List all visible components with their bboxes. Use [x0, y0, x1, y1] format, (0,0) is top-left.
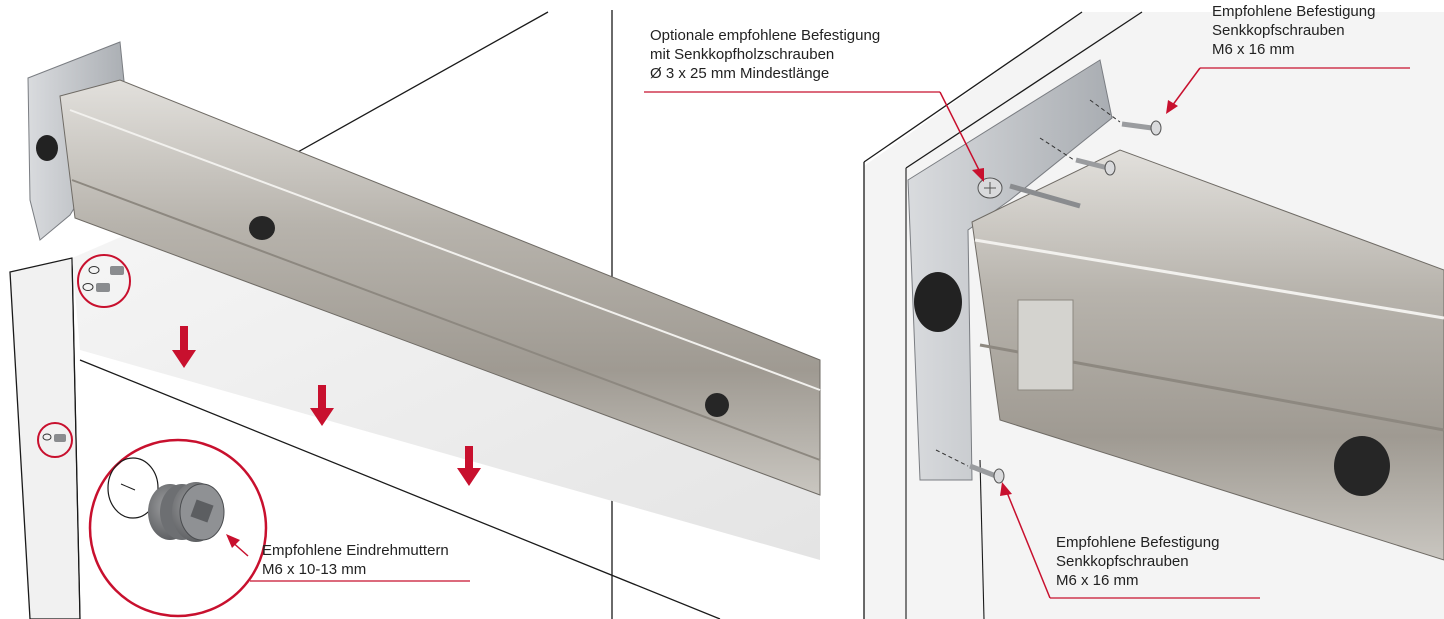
insert-nuts-label: Empfohlene Eindrehmuttern M6 x 10-13 mm [262, 541, 449, 579]
insert-nuts-line-1: Empfohlene Eindrehmuttern [262, 542, 449, 559]
down-arrow-icon [310, 385, 334, 426]
leader-line [1005, 489, 1051, 599]
optional-fixing-line-3: Ø 3 x 25 mm Mindestlänge [650, 65, 830, 82]
panel-front-edge [79, 359, 721, 619]
optional-fixing-line-2: mit Senkkopfholzschrauben [650, 46, 835, 63]
optional-fixing-label: Optionale empfohlene Befestigung mit Sen… [650, 26, 880, 83]
top-right-fixing-line-1: Empfohlene Befestigung [1212, 3, 1376, 20]
leader-arrowhead [1000, 482, 1012, 496]
bottom-right-fixing-line-3: M6 x 16 mm [1056, 572, 1139, 589]
optional-fixing-line-1: Optionale empfohlene Befestigung [650, 27, 881, 44]
insert-nuts-line-2: M6 x 10-13 mm [262, 561, 367, 578]
threaded-insert-nut-icon [148, 482, 225, 542]
drill-hole-outline [107, 457, 159, 519]
down-arrow-icon [172, 326, 196, 368]
leader-arrowhead [1166, 100, 1178, 114]
top-right-fixing-label: Empfohlene Befestigung Senkkopfschrauben… [1212, 2, 1375, 59]
left-illustration [9, 10, 821, 619]
bracket-bumper-icon [914, 272, 962, 332]
bottom-right-fixing-label: Empfohlene Befestigung Senkkopfschrauben… [1056, 533, 1219, 590]
rail-highlight-line [69, 109, 821, 391]
bottom-right-fixing-line-2: Senkkopfschrauben [1056, 553, 1189, 570]
countersunk-screw-icon [977, 177, 1081, 209]
leader-line [939, 91, 981, 173]
right-illustration [644, 11, 1444, 619]
screw-highlight-circle [37, 422, 73, 458]
cabinet-side-panel [9, 257, 81, 619]
down-arrow-icon [457, 446, 481, 486]
rail-bumper-icon [1334, 436, 1390, 496]
top-right-fixing-line-3: M6 x 16 mm [1212, 41, 1295, 58]
rail-bumper-icon [705, 393, 729, 417]
countersunk-screw-icon [82, 266, 124, 292]
bracket-bumper-icon [36, 135, 58, 161]
countersunk-screw-icon [1089, 99, 1162, 136]
screw-highlight-circle [77, 254, 131, 308]
leader-line [1171, 67, 1201, 107]
countersunk-screw-icon [1039, 137, 1116, 176]
aluminum-rail [971, 149, 1444, 561]
countersunk-screw-icon [935, 449, 1005, 484]
bottom-right-fixing-line-1: Empfohlene Befestigung [1056, 534, 1220, 551]
rail-bumper-icon [249, 216, 275, 240]
panel-vertical-edge [71, 257, 81, 619]
rail-slider-block [1017, 299, 1074, 391]
leader-arrowhead [972, 168, 984, 182]
aluminum-rail [59, 79, 821, 496]
countersunk-screw-icon [42, 433, 66, 442]
top-right-fixing-line-2: Senkkopfschrauben [1212, 22, 1345, 39]
rail-shadow-line [71, 179, 821, 461]
leader-arrowhead [226, 534, 240, 548]
